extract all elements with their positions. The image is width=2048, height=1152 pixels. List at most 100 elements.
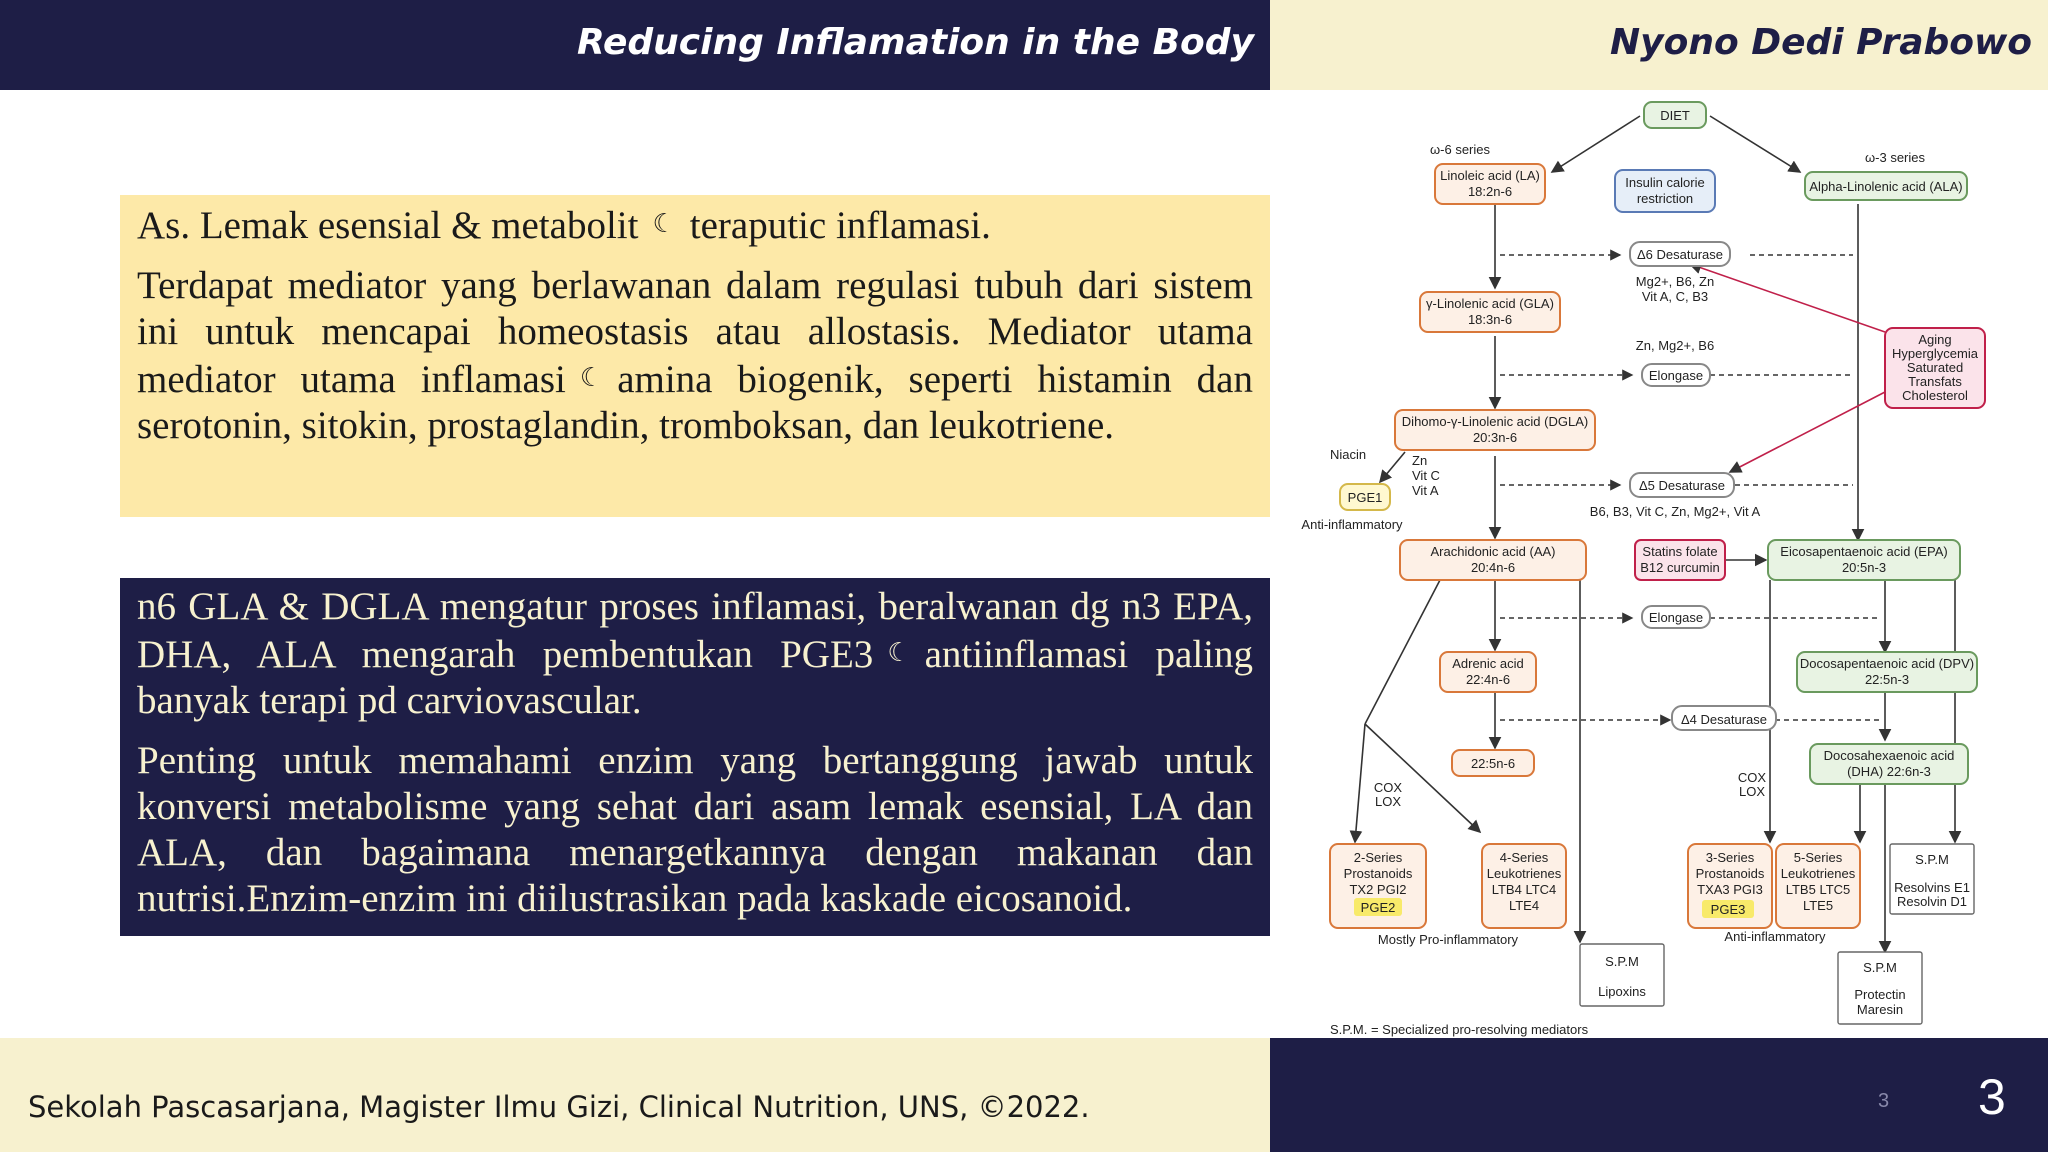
epa-formula: 20:5n-3: [1842, 560, 1886, 575]
n22-5-label: 22:5n-6: [1471, 756, 1515, 771]
two-series-3: TX2 PGI2: [1349, 882, 1406, 897]
aging-label-2: Hyperglycemia: [1892, 346, 1979, 361]
omega3-label: ω-3 series: [1865, 150, 1925, 165]
gla-label: γ-Linolenic acid (GLA): [1426, 296, 1554, 311]
elongase-cofactors: Zn, Mg2+, B6: [1636, 338, 1714, 353]
box2-para1-a: n6 GLA & DGLA mengatur proses inflamasi,…: [137, 585, 1253, 676]
aging-label: Aging: [1918, 332, 1951, 347]
two-series-1: 2-Series: [1354, 850, 1403, 865]
moon-arrow-icon: ☾: [887, 638, 911, 668]
cox-label-left: COX: [1374, 780, 1403, 795]
anti-inflammatory-2: Anti-inflammatory: [1724, 929, 1826, 944]
four-series-2: Leukotrienes: [1487, 866, 1562, 881]
five-series-3: LTB5 LTC5: [1786, 882, 1851, 897]
box1-paragraph-1: As. Lemak esensial & metabolit ☾ teraputic…: [137, 201, 1253, 249]
vita-label: Vit A: [1412, 483, 1439, 498]
slide-number: 3: [1978, 1069, 2006, 1125]
dha-formula: (DHA) 22:6n-3: [1847, 764, 1931, 779]
box1-para2-a: Terdapat mediator yang berlawanan dalam …: [137, 264, 1253, 401]
ala-label: Alpha-Linolenic acid (ALA): [1809, 179, 1962, 194]
box2-paragraph-1: n6 GLA & DGLA mengatur proses inflamasi,…: [137, 584, 1253, 724]
footer-page-bar: 3 3: [1270, 1038, 2048, 1152]
box1-line1-b: teraputic inflamasi.: [689, 204, 991, 247]
moon-arrow-icon: ☾: [579, 363, 604, 393]
lox-label-left: LOX: [1375, 794, 1401, 809]
box2-para1-b: antiinflamasi paling banyak terapi pd ca…: [137, 633, 1254, 722]
elongase-label: Elongase: [1649, 368, 1703, 383]
four-series-1: 4-Series: [1500, 850, 1549, 865]
slide-number-small: 3: [1878, 1090, 1890, 1112]
box1-line1-a: As. Lemak esensial & metabolit: [137, 204, 639, 247]
slide-title: Reducing Inflamation in the Body: [577, 22, 1254, 63]
three-series-1: 3-Series: [1706, 850, 1755, 865]
niacin-label: Niacin: [1330, 447, 1366, 462]
lox-label-right: LOX: [1739, 784, 1765, 799]
aging-label-5: Cholesterol: [1902, 388, 1968, 403]
resolvin-d1: Resolvin D1: [1897, 894, 1967, 909]
two-series-4: PGE2: [1361, 900, 1396, 915]
aa-formula: 20:4n-6: [1471, 560, 1515, 575]
dha-label: Docosahexaenoic acid: [1824, 748, 1955, 763]
aging-label-3: Saturated: [1907, 360, 1963, 375]
adrenic-formula: 22:4n-6: [1466, 672, 1510, 687]
dgla-label: Dihomo-γ-Linolenic acid (DGLA): [1402, 414, 1588, 429]
moon-arrow-icon: ☾: [652, 209, 676, 239]
pge1-label: PGE1: [1348, 490, 1383, 505]
text-box-n6-n3: n6 GLA & DGLA mengatur proses inflamasi,…: [120, 578, 1270, 936]
author-name: Nyono Dedi Prabowo: [1610, 22, 2032, 63]
dpv-formula: 22:5n-3: [1865, 672, 1909, 687]
zn-label: Zn: [1412, 453, 1427, 468]
d4-desaturase: Δ4 Desaturase: [1681, 712, 1767, 727]
statins-label: Statins folate: [1642, 544, 1717, 559]
lipoxins-label: Lipoxins: [1598, 984, 1646, 999]
five-series-2: Leukotrienes: [1781, 866, 1856, 881]
omega6-label: ω-6 series: [1430, 142, 1490, 157]
d6-cofactors: Mg2+, B6, Zn: [1636, 274, 1714, 289]
footer-institution-bar: Sekolah Pascasarjana, Magister Ilmu Gizi…: [0, 1038, 1270, 1152]
three-series-3: TXA3 PGI3: [1697, 882, 1763, 897]
insulin-label-2: restriction: [1637, 191, 1693, 206]
vitc-label: Vit C: [1412, 468, 1440, 483]
box1-para2-b: amina biogenik, seperti histamin dan ser…: [137, 358, 1253, 447]
four-series-4: LTE4: [1509, 898, 1539, 913]
elongase-2-label: Elongase: [1649, 610, 1703, 625]
box2-paragraph-2: Penting untuk memahami enzim yang bertan…: [137, 739, 1253, 920]
three-series-4: PGE3: [1711, 902, 1746, 917]
d6-cofactors-2: Vit A, C, B3: [1642, 289, 1708, 304]
three-series-2: Prostanoids: [1696, 866, 1765, 881]
cox-label-right: COX: [1738, 770, 1767, 785]
dpv-label: Docosapentaenoic acid (DPV): [1800, 656, 1974, 671]
la-formula: 18:2n-6: [1468, 184, 1512, 199]
header-title-bar: Reducing Inflamation in the Body: [0, 0, 1270, 90]
header-author-bar: Nyono Dedi Prabowo: [1270, 0, 2048, 90]
spm-footnote: S.P.M. = Specialized pro-resolving media…: [1330, 1022, 1589, 1037]
five-series-1: 5-Series: [1794, 850, 1843, 865]
dgla-formula: 20:3n-6: [1473, 430, 1517, 445]
four-series-3: LTB4 LTC4: [1492, 882, 1557, 897]
eicosanoid-cascade-diagram: DIET ω-6 series ω-3 series Linoleic acid…: [1290, 92, 2020, 1042]
two-series-2: Prostanoids: [1344, 866, 1413, 881]
d5-cofactors: B6, B3, Vit C, Zn, Mg2+, Vit A: [1590, 504, 1761, 519]
text-box-essential-fats: As. Lemak esensial & metabolit ☾ teraputic…: [120, 195, 1270, 517]
statins-label-2: B12 curcumin: [1640, 560, 1719, 575]
maresin-label: Maresin: [1857, 1002, 1903, 1017]
spm-resolvins-title: S.P.M: [1915, 852, 1949, 867]
box1-paragraph-2: Terdapat mediator yang berlawanan dalam …: [137, 263, 1253, 449]
resolvin-e1: Resolvins E1: [1894, 880, 1970, 895]
spm-lipoxins-title: S.P.M: [1605, 954, 1639, 969]
epa-label: Eicosapentaenoic acid (EPA): [1780, 544, 1947, 559]
gla-formula: 18:3n-6: [1468, 312, 1512, 327]
five-series-4: LTE5: [1803, 898, 1833, 913]
d5-desaturase: Δ5 Desaturase: [1639, 478, 1725, 493]
protectin-label: Protectin: [1854, 987, 1905, 1002]
footer-institution-text: Sekolah Pascasarjana, Magister Ilmu Gizi…: [28, 1090, 1090, 1124]
spm-protectin-title: S.P.M: [1863, 960, 1897, 975]
adrenic-label: Adrenic acid: [1452, 656, 1524, 671]
aging-label-4: Transfats: [1908, 374, 1962, 389]
aa-label: Arachidonic acid (AA): [1431, 544, 1556, 559]
d6-desaturase: Δ6 Desaturase: [1637, 247, 1723, 262]
mostly-pro-label: Mostly Pro-inflammatory: [1378, 932, 1519, 947]
diet-label: DIET: [1660, 108, 1690, 123]
insulin-label: Insulin calorie: [1625, 175, 1705, 190]
la-label: Linoleic acid (LA): [1440, 168, 1540, 183]
